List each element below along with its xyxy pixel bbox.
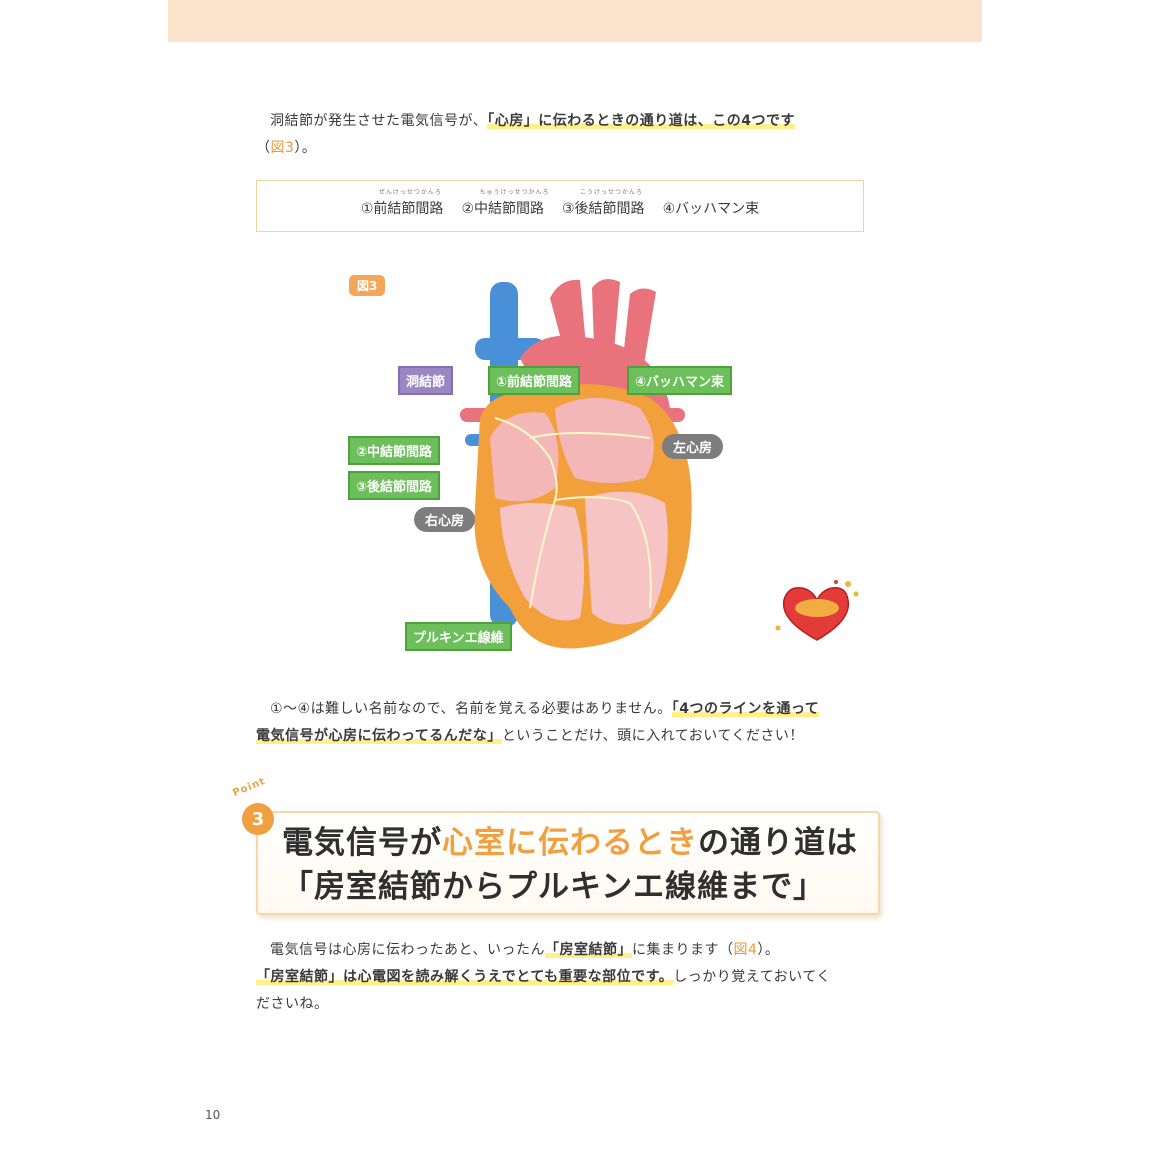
text: に集まります（ <box>631 942 734 958</box>
label-anterior-pathway: ①前結節間路 <box>488 366 581 395</box>
highlight-text: 「心房」に伝わるときの通り道は、この4つです <box>487 113 795 129</box>
note-paragraph: ①〜④は難しい名前なので、名前を覚える必要はありません。「4つのラインを通って … <box>256 696 868 750</box>
left-ventricle-chamber <box>585 491 668 625</box>
ruby: こうけっせつかんろ <box>580 189 644 196</box>
pathway-label: ①前結節間路 <box>360 201 444 217</box>
pathway-item: こうけっせつかんろ ③後結節間路 <box>562 189 645 218</box>
heart-illustration <box>460 279 692 649</box>
body-paragraph: 電気信号は心房に伝わったあと、いったん「房室結節」に集まります（図4）。 「房室… <box>256 937 868 1018</box>
pathway-label: ②中結節間路 <box>461 201 544 217</box>
pathway-label: ③後結節間路 <box>562 201 645 217</box>
text: ということだけ、頭に入れておいてください！ <box>501 728 804 744</box>
point-box <box>256 811 880 915</box>
conduction-path <box>554 496 652 609</box>
left-atrium-chamber <box>555 398 654 483</box>
text: 洞結節が発生させた電気信号が、 <box>270 113 488 129</box>
text: ）。 <box>294 140 317 156</box>
label-middle-pathway: ②中結節間路 <box>348 436 441 465</box>
title-text: 電気信号が <box>282 825 442 861</box>
highlight-text: 「房室結節」は心電図を読み解くうえでとても重要な部位です。 <box>256 969 674 985</box>
label-right-atrium: 右心房 <box>414 507 476 532</box>
title-text: 「房室結節からプルキンエ線維まで」 <box>282 869 826 905</box>
ruby: ぜんけっせつかんろ <box>378 189 442 196</box>
right-atrium-chamber <box>490 412 559 502</box>
pathway-item: ちゅうけっせつかんろ ②中結節間路 <box>461 189 548 218</box>
figure-reference: 図4 <box>733 942 758 958</box>
figure-badge: 図3 <box>349 275 386 296</box>
pathway-item: ④バッハマン束 <box>663 194 760 218</box>
heart-sticker-icon <box>775 580 859 641</box>
text: ださいね。 <box>256 996 329 1012</box>
point-label: Point <box>231 775 268 800</box>
text: ①〜④は難しい名前なので、名前を覚える必要はありません。 <box>270 701 672 717</box>
highlight-text: 「4つのラインを通って <box>671 701 820 717</box>
pathway-item: ぜんけっせつかんろ ①前結節間路 <box>360 189 444 218</box>
text: しっかり覚えておいてく <box>673 969 831 985</box>
label-purkinje-fibers: プルキンエ線維 <box>405 622 512 651</box>
header-band <box>168 0 982 42</box>
figure-reference: 図3 <box>270 140 295 156</box>
label-bachmann-bundle: ④バッハマン束 <box>627 366 733 395</box>
title-accent: 心室に伝わるとき <box>442 825 698 861</box>
ruby: ちゅうけっせつかんろ <box>479 189 550 196</box>
point-title: 電気信号が心室に伝わるときの通り道は 「房室結節からプルキンエ線維まで」 <box>282 821 858 909</box>
text: （ <box>256 140 271 156</box>
intro-paragraph: 洞結節が発生させた電気信号が、「心房」に伝わるときの通り道は、この4つです （図… <box>256 108 868 162</box>
label-left-atrium: 左心房 <box>662 434 724 459</box>
page-number: 10 <box>205 1108 221 1122</box>
highlight-text: 電気信号が心房に伝わってるんだな」 <box>256 728 502 744</box>
pathway-label: ④バッハマン束 <box>662 201 760 217</box>
text: 電気信号は心房に伝わったあと、いったん <box>270 942 545 958</box>
conduction-path <box>494 417 558 609</box>
point-number-badge: 3 <box>242 803 274 835</box>
highlight-text: 「房室結節」 <box>544 942 632 958</box>
label-sinus-node: 洞結節 <box>398 366 454 395</box>
pathway-list-box: ぜんけっせつかんろ ①前結節間路 ちゅうけっせつかんろ ②中結節間路 こうけっせつか… <box>256 180 864 232</box>
label-posterior-pathway: ③後結節間路 <box>348 471 441 500</box>
text: ）。 <box>757 942 780 958</box>
right-ventricle-chamber <box>500 503 584 621</box>
conduction-path <box>529 432 651 439</box>
title-text: の通り道は <box>698 825 858 861</box>
